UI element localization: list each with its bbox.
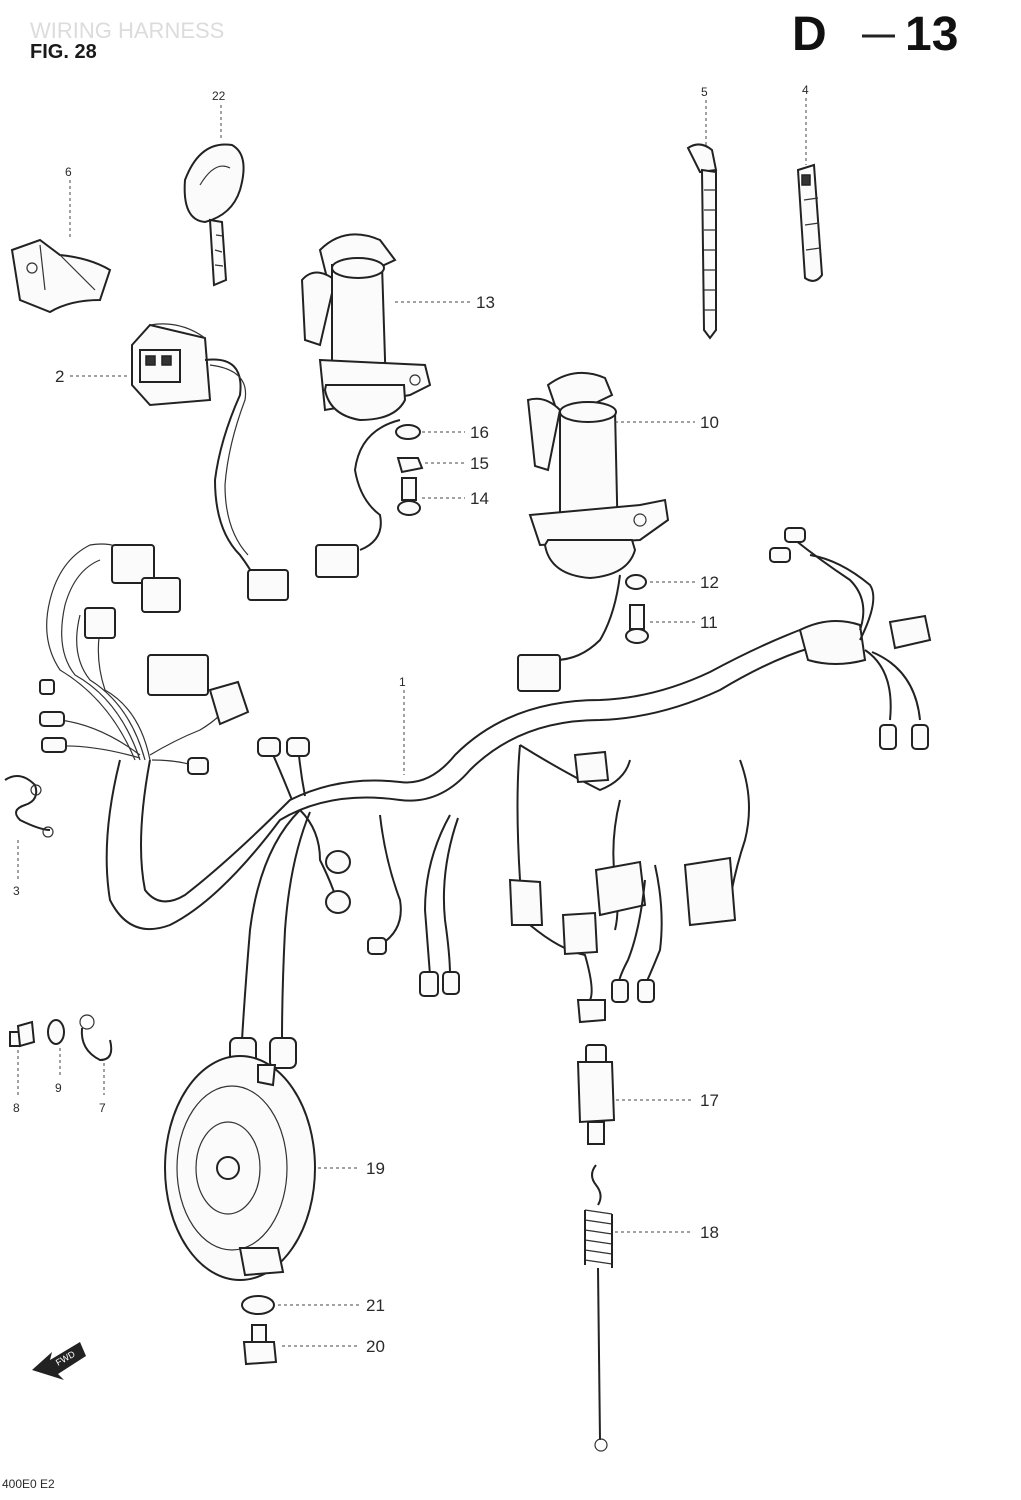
part-19-horn xyxy=(164,1055,316,1281)
switch-10-connector xyxy=(517,654,561,692)
part-13-ignition-switch xyxy=(300,233,432,422)
faint-title: WIRING HARNESS xyxy=(30,18,224,43)
model-code: 400E0 E2 xyxy=(2,1477,55,1491)
part-9-washer xyxy=(47,1019,65,1045)
callout-3: 3 xyxy=(13,884,20,898)
callout-20: 20 xyxy=(366,1337,385,1356)
part-11-screw xyxy=(625,604,649,644)
part-6-clamp xyxy=(10,238,112,314)
part-8-bolt xyxy=(9,1020,36,1048)
callout-4: 4 xyxy=(802,83,809,97)
part-5-cable-tie xyxy=(686,143,718,340)
fwd-arrow-icon: FWD xyxy=(32,1342,86,1380)
part-16-washer xyxy=(395,424,421,440)
switch-10-wire xyxy=(554,574,621,661)
part-17-switch xyxy=(576,1044,616,1145)
callout-8: 8 xyxy=(13,1101,20,1115)
page-code-number: 13 xyxy=(905,8,958,61)
callout-19: 19 xyxy=(366,1159,385,1178)
callout-11: 11 xyxy=(700,613,718,632)
part-2-wire xyxy=(204,358,261,591)
part-3-guide xyxy=(4,775,54,838)
part-1-wiring-harness xyxy=(39,527,932,1069)
part-20-bolt xyxy=(242,1324,278,1366)
callout-9: 9 xyxy=(55,1081,62,1095)
callout-2: 2 xyxy=(55,367,64,386)
part-15-lock-washer xyxy=(396,457,424,474)
part-22-key xyxy=(183,143,245,287)
callout-15: 15 xyxy=(470,454,489,473)
switch-13-wire xyxy=(353,419,401,551)
switch-13-connector xyxy=(315,544,359,578)
part-14-screw xyxy=(397,477,421,516)
callout-16: 16 xyxy=(470,423,489,442)
callout-7: 7 xyxy=(99,1101,106,1115)
callout-10: 10 xyxy=(700,413,719,432)
callout-12: 12 xyxy=(700,573,719,592)
part-12-washer xyxy=(625,574,647,590)
callout-21: 21 xyxy=(366,1296,385,1315)
callout-17: 17 xyxy=(700,1091,719,1110)
callout-6: 6 xyxy=(65,165,72,179)
callout-5: 5 xyxy=(701,85,708,99)
part-18-spring xyxy=(584,1164,613,1452)
callout-22: 22 xyxy=(212,89,226,103)
page-code-letter: D xyxy=(792,8,827,61)
part-2-connector xyxy=(131,323,212,407)
part-10-ignition-switch xyxy=(526,371,670,580)
part-4-strap xyxy=(796,163,824,282)
part-21-washer xyxy=(241,1295,275,1315)
callout-1: 1 xyxy=(399,675,406,689)
callout-13: 13 xyxy=(476,293,495,312)
part-2-end-connector xyxy=(247,569,289,601)
figure-label: FIG. 28 xyxy=(30,41,97,63)
part-7-clip xyxy=(79,1014,113,1062)
callout-14: 14 xyxy=(470,489,489,508)
callout-18: 18 xyxy=(700,1223,719,1242)
